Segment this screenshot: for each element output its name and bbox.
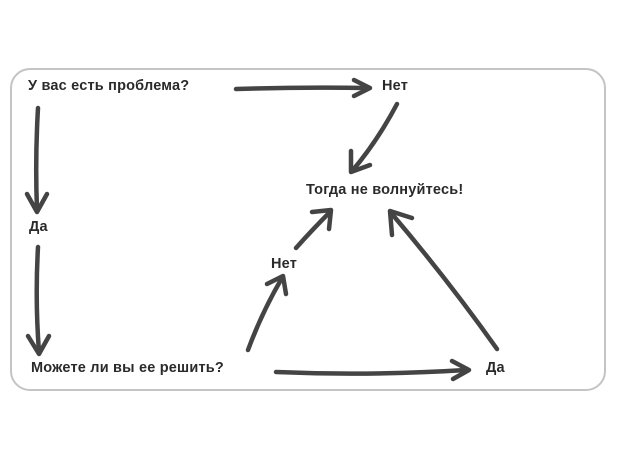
node-no-top: Нет [382, 78, 409, 94]
diagram-card [10, 68, 606, 391]
node-no-middle: Нет [271, 256, 298, 272]
node-can-you-solve: Можете ли вы ее решить? [31, 360, 224, 376]
node-have-problem: У вас есть проблема? [28, 78, 190, 94]
node-yes-right: Да [486, 360, 505, 376]
node-dont-worry: Тогда не волнуйтесь! [306, 182, 464, 198]
node-yes-left: Да [29, 219, 48, 235]
